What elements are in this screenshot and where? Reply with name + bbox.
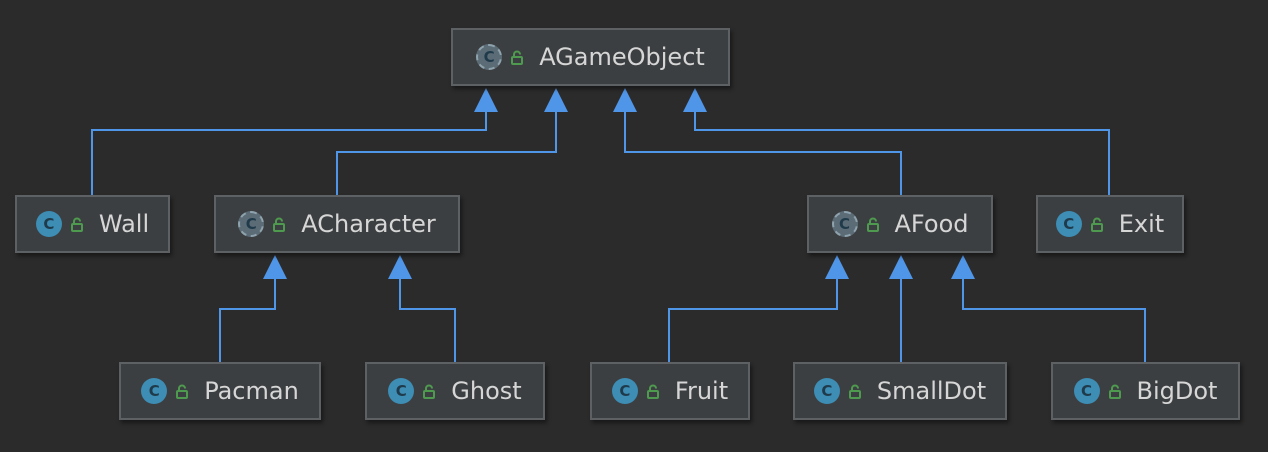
inheritance-line-wall [91,112,487,195]
public-lock-icon [848,384,861,399]
node-label-wall: Wall [98,210,150,238]
public-lock-icon [866,217,879,232]
abstract-class-icon: C [476,44,503,70]
class-icon: C [388,378,415,404]
node-label-exit: Exit [1118,210,1165,238]
inheritance-line-bigdot [962,279,1146,362]
inheritance-arrowhead-exit [683,88,707,112]
abstract-class-icon: C [238,211,265,237]
node-label-fruit: Fruit [674,377,729,405]
public-lock-icon [511,50,524,65]
node-ghost[interactable]: C Ghost [365,362,545,420]
inheritance-arrowhead-afood [613,88,637,112]
inheritance-arrowhead-pacman [263,255,287,279]
class-icon: C [1055,211,1082,237]
class-icon: C [1073,378,1100,404]
inheritance-line-pacman [219,279,276,362]
node-label-bigdot: BigDot [1136,377,1218,405]
node-label-ghost: Ghost [451,377,522,405]
class-icon: C [813,378,840,404]
node-label-afood: AFood [894,210,969,238]
node-exit[interactable]: C Exit [1036,195,1184,253]
class-icon: C [141,378,168,404]
inheritance-line-ghost [399,279,456,362]
node-label-agameobject: AGameObject [539,43,705,71]
class-icon: C [611,378,638,404]
node-label-smalldot: SmallDot [876,377,987,405]
node-smalldot[interactable]: C SmallDot [793,362,1007,420]
public-lock-icon [1090,217,1103,232]
node-pacman[interactable]: C Pacman [119,362,321,420]
public-lock-icon [423,384,436,399]
public-lock-icon [70,217,83,232]
inheritance-line-afood [624,112,902,195]
inheritance-arrowhead-fruit [825,255,849,279]
node-agameobject[interactable]: C AGameObject [451,28,730,86]
node-wall[interactable]: C Wall [15,195,170,253]
public-lock-icon [1108,384,1121,399]
node-label-acharacter: ACharacter [301,210,436,238]
node-fruit[interactable]: C Fruit [590,362,750,420]
public-lock-icon [646,384,659,399]
inheritance-arrowhead-bigdot [951,255,975,279]
class-icon: C [35,211,62,237]
inheritance-line-acharacter [336,112,557,195]
node-label-pacman: Pacman [204,377,299,405]
inheritance-arrowhead-smalldot [889,255,913,279]
inheritance-arrowhead-acharacter [544,88,568,112]
inheritance-arrowhead-wall [474,88,498,112]
abstract-class-icon: C [831,211,858,237]
node-acharacter[interactable]: C ACharacter [214,195,460,253]
inheritance-line-fruit [668,279,838,362]
public-lock-icon [176,384,189,399]
public-lock-icon [273,217,286,232]
inheritance-arrowhead-ghost [388,255,412,279]
inheritance-line-exit [694,112,1110,195]
node-bigdot[interactable]: C BigDot [1051,362,1240,420]
node-afood[interactable]: C AFood [807,195,993,253]
